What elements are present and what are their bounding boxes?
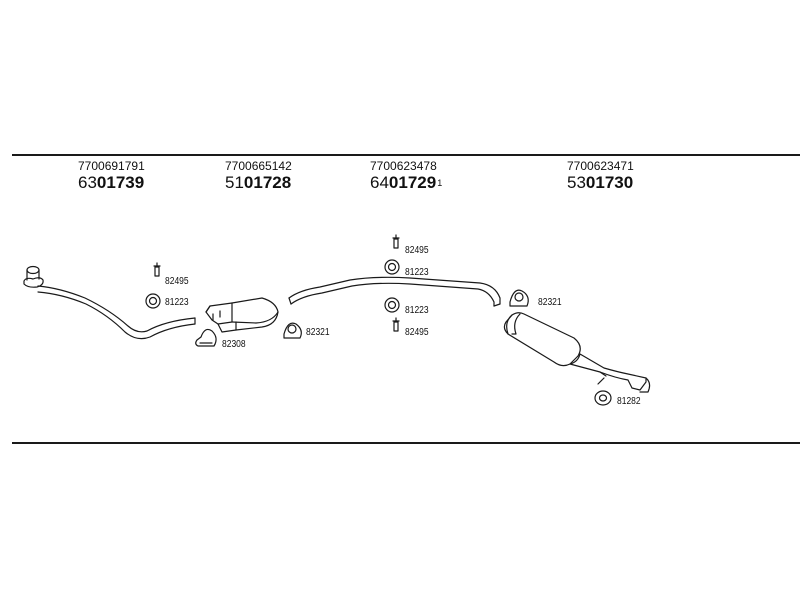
part-code: 64017291 <box>370 173 442 193</box>
part-code-prefix: 51 <box>225 173 244 192</box>
part-code-prefix: 53 <box>567 173 586 192</box>
rear-silencer-drawing <box>503 312 651 393</box>
oe-number: 7700691791 <box>78 159 145 173</box>
fitting-label: 82321 <box>538 297 562 308</box>
fitting-label: 81223 <box>405 305 429 316</box>
oe-number: 7700623478 <box>370 159 437 173</box>
fitting-group-a <box>145 262 161 309</box>
part-header-intermediate-pipe: 7700623478 64017291 <box>370 159 442 193</box>
clamp-icon <box>509 289 529 307</box>
fitting-group-c <box>283 322 302 339</box>
bottom-divider-line <box>12 442 800 444</box>
bolt-head <box>153 262 161 267</box>
part-code: 5301730 <box>567 173 634 193</box>
fitting-label: 82308 <box>222 339 246 350</box>
part-code-suffix: 1 <box>437 178 443 188</box>
fitting-group-d <box>384 234 400 332</box>
bolt-icon <box>154 266 160 277</box>
oe-number: 7700665142 <box>225 159 292 173</box>
fitting-label: 81223 <box>405 267 429 278</box>
part-header-rear-silencer: 7700623471 5301730 <box>567 159 634 193</box>
front-pipe-drawing <box>23 265 196 340</box>
fitting-label: 82495 <box>405 245 429 256</box>
clamp-icon <box>195 328 217 347</box>
part-code: 5101728 <box>225 173 292 193</box>
clamp-icon <box>283 322 302 339</box>
fitting-label: 82495 <box>165 276 189 287</box>
fitting-label: 82321 <box>306 327 330 338</box>
front-silencer-drawing <box>205 297 279 333</box>
fitting-label: 81282 <box>617 396 641 407</box>
rubber-mount-icon <box>594 390 612 406</box>
ring-icon <box>384 297 400 313</box>
part-code: 6301739 <box>78 173 145 193</box>
part-code-number: 01730 <box>585 173 634 192</box>
part-header-front-pipe: 7700691791 6301739 <box>78 159 145 193</box>
fitting-group-e <box>509 289 529 307</box>
part-code-number: 01728 <box>243 173 292 192</box>
part-code-prefix: 64 <box>370 173 389 192</box>
part-code-number: 01729 <box>388 173 437 192</box>
oe-number: 7700623471 <box>567 159 634 173</box>
part-code-prefix: 63 <box>78 173 97 192</box>
bolt-icon <box>393 238 399 249</box>
part-code-number: 01739 <box>96 173 145 192</box>
ring-icon <box>384 259 400 275</box>
intermediate-pipe-drawing <box>288 276 501 307</box>
ring-icon <box>145 293 161 309</box>
fitting-label: 81223 <box>165 297 189 308</box>
bolt-icon <box>393 321 399 332</box>
top-divider-line <box>12 154 800 156</box>
fitting-group-b <box>195 328 217 347</box>
part-header-front-silencer: 7700665142 5101728 <box>225 159 292 193</box>
fitting-group-f <box>594 390 612 406</box>
fitting-label: 82495 <box>405 327 429 338</box>
